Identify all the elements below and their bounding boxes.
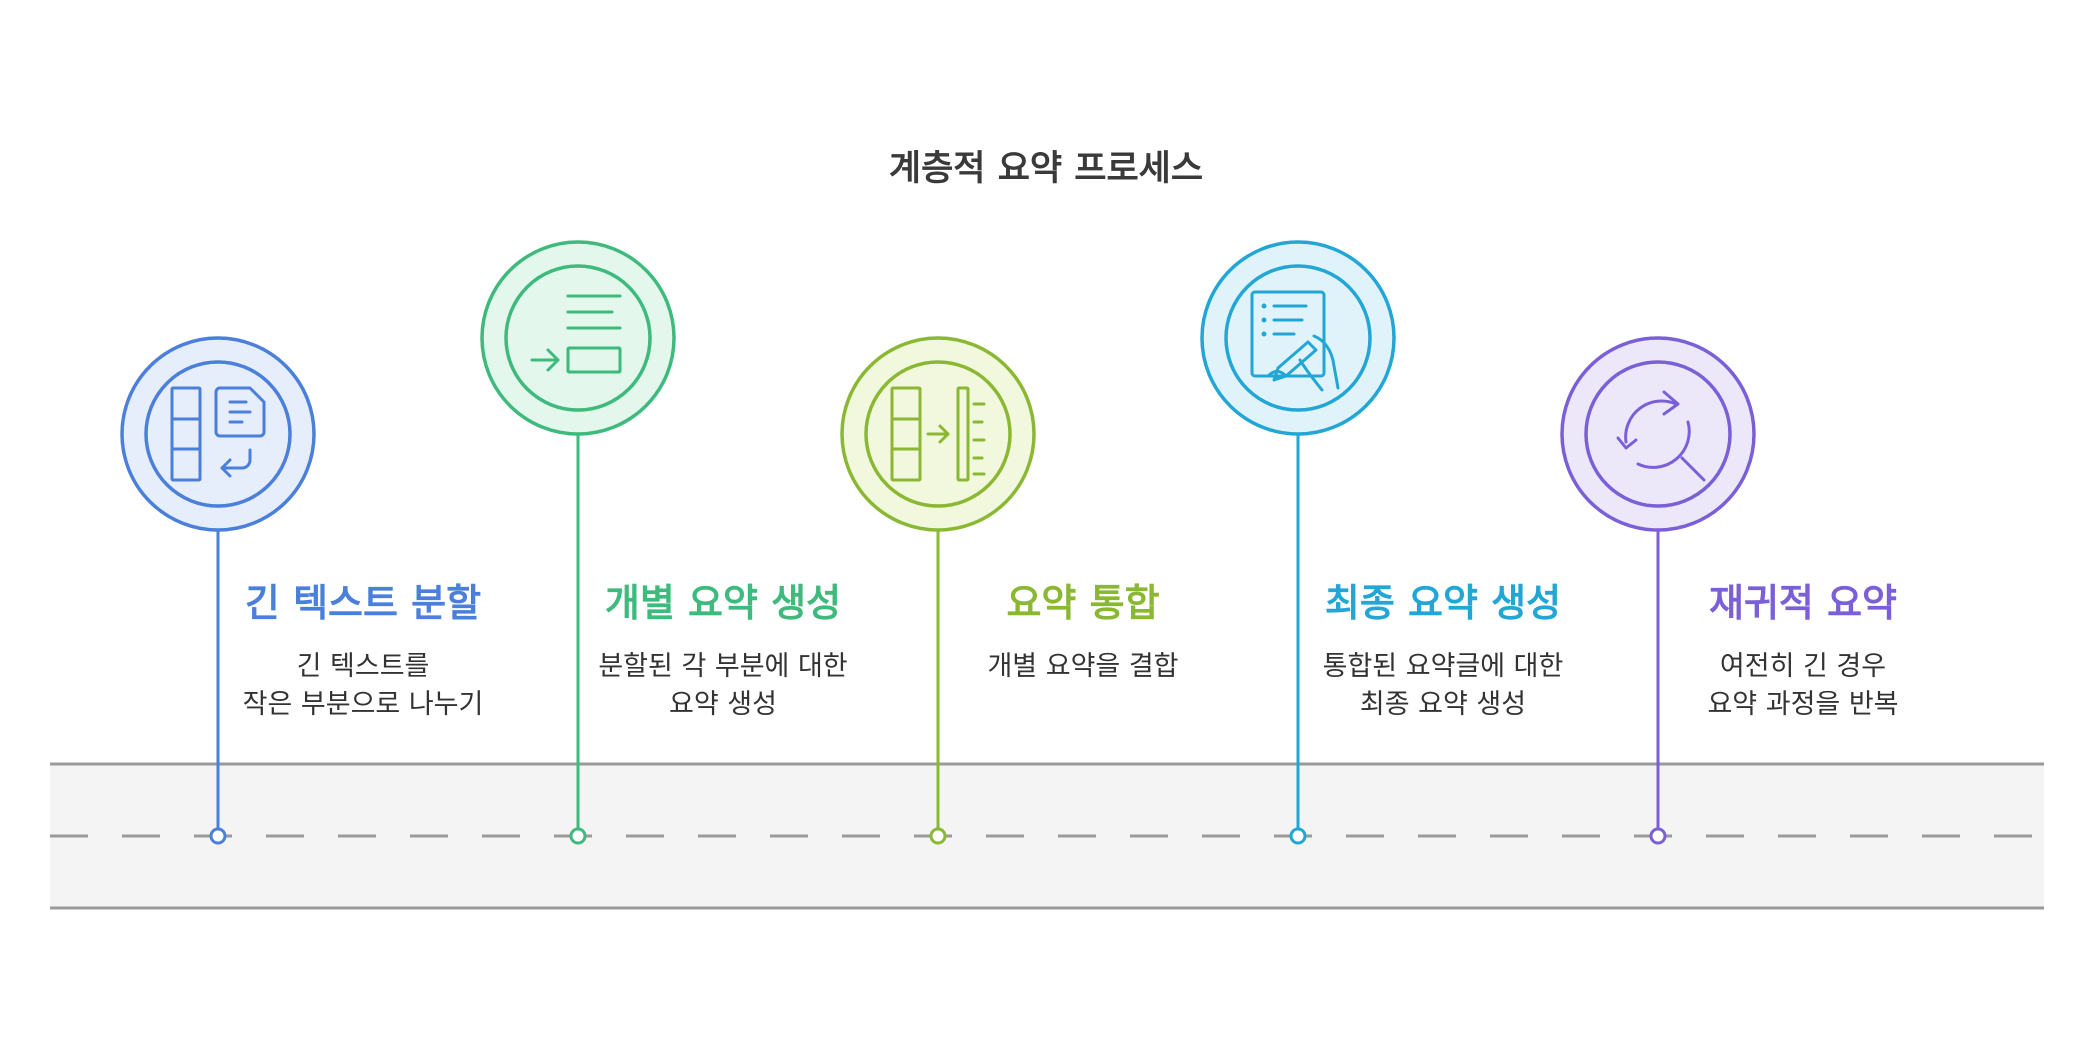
step-outer-circle (1200, 240, 1396, 436)
step-outer-circle (1560, 336, 1756, 532)
step-description-line: 통합된 요약글에 대한 (1322, 651, 1564, 682)
split-document-icon (170, 386, 266, 482)
road-marker (929, 827, 947, 845)
road (50, 762, 2044, 910)
road-marker (569, 827, 587, 845)
step-description-line: 작은 부분으로 나누기 (242, 689, 484, 720)
step-title: 긴 텍스트 분할 (244, 581, 482, 625)
write-document-icon (1250, 290, 1340, 392)
step-title: 재귀적 요약 (1708, 581, 1898, 625)
steps-layer (120, 240, 1756, 845)
step-description-line: 분할된 각 부분에 대한 (598, 651, 848, 682)
merge-columns-icon (890, 386, 986, 482)
step-inner-circle (144, 360, 292, 508)
step-description-line: 요약 과정을 반복 (1707, 689, 1899, 720)
step-5 (1560, 336, 1756, 845)
step-4 (1200, 240, 1396, 845)
step-description-line: 개별 요약을 결합 (987, 651, 1179, 682)
step-1 (120, 336, 316, 845)
step-description-line: 최종 요약 생성 (1359, 689, 1527, 720)
step-title: 최종 요약 생성 (1324, 581, 1562, 625)
repeat-search-icon (1616, 390, 1706, 482)
road-marker (209, 827, 227, 845)
summary-list-icon (530, 294, 622, 374)
step-description-line: 여전히 긴 경우 (1719, 651, 1887, 682)
step-description: 개별 요약을 결합 (918, 648, 1248, 686)
step-outer-circle (480, 240, 676, 436)
step-title: 개별 요약 생성 (604, 581, 842, 625)
road-marker (1289, 827, 1307, 845)
step-description-line: 긴 텍스트를 (296, 651, 430, 682)
step-3 (840, 336, 1036, 845)
step-inner-circle (864, 360, 1012, 508)
step-inner-circle (1224, 264, 1372, 412)
step-description-line: 요약 생성 (669, 689, 777, 720)
diagram-title: 계층적 요약 프로세스 (888, 149, 1204, 189)
road-marker (1649, 827, 1667, 845)
step-title: 요약 통합 (1006, 581, 1160, 625)
step-inner-circle (504, 264, 652, 412)
step-2 (480, 240, 676, 845)
step-inner-circle (1584, 360, 1732, 508)
